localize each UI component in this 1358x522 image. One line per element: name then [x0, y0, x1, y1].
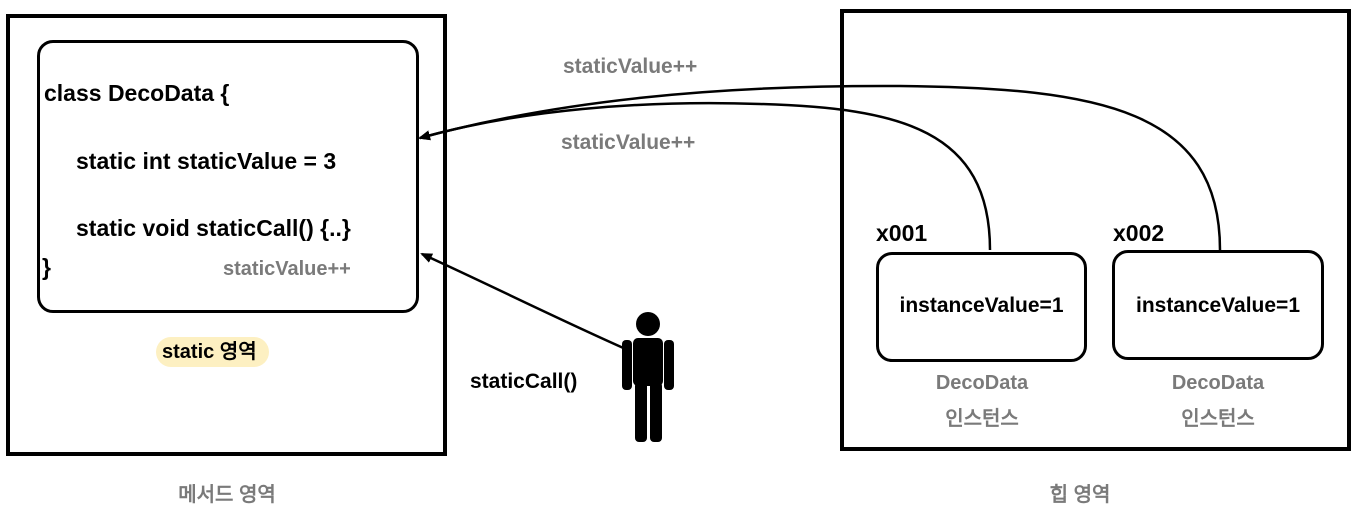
instance-field-x002: instanceValue=1 — [1135, 294, 1300, 317]
instance-caption-x001-line2: 인스턴스 — [945, 408, 1019, 430]
code-line-close-brace: } — [42, 254, 51, 280]
instance-caption-x001-line1: DecoData — [935, 372, 1029, 394]
code-line-static-field: static int staticValue = 3 — [76, 148, 337, 174]
arrow-x002-to-static — [418, 84, 1222, 251]
method-area-box — [6, 14, 447, 456]
arrow-label-middle-increment: staticValue++ — [561, 131, 696, 154]
heap-area-box — [840, 9, 1351, 451]
instance-box-x001 — [876, 252, 1087, 362]
instance-caption-x002-line2: 인스턴스 — [1181, 408, 1255, 430]
class-definition-box — [37, 40, 419, 313]
instance-address-x002: x002 — [1113, 220, 1165, 246]
instance-field-x001: instanceValue=1 — [899, 294, 1064, 317]
instance-address-x001: x001 — [876, 220, 928, 246]
heap-area-label: 힙 영역 — [1049, 484, 1111, 506]
static-call-label: staticCall() — [470, 370, 578, 393]
instance-box-x002 — [1112, 250, 1324, 360]
code-line-static-method: static void staticCall() {..} — [76, 215, 351, 241]
static-area-label: static 영역 — [156, 337, 269, 367]
arrow-label-top-increment: staticValue++ — [563, 55, 698, 78]
instance-caption-x002-line1: DecoData — [1171, 372, 1265, 394]
code-line-class: class DecoData { — [44, 80, 230, 106]
method-area-label: 메서드 영역 — [178, 484, 276, 506]
arrow-x001-to-static — [418, 101, 992, 251]
arrow-caller-to-static-call — [420, 252, 629, 352]
inner-static-increment-label: staticValue++ — [223, 258, 351, 280]
person-icon — [622, 312, 674, 442]
